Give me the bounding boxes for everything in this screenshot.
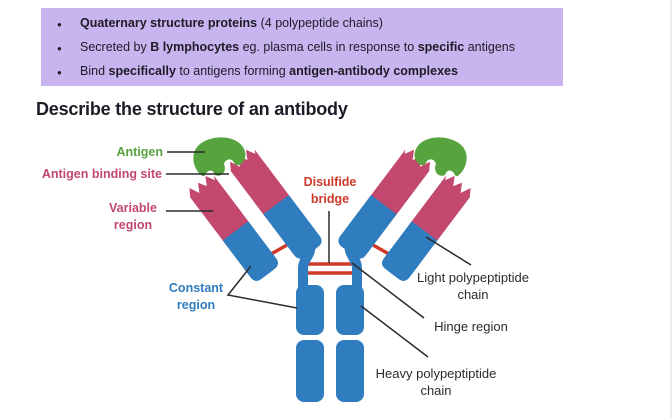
label-disulfide-bridge: bridge — [311, 192, 349, 206]
constant-region-segment — [263, 195, 322, 259]
antigen-blob — [193, 137, 246, 177]
heavy-chain-stem-lower — [296, 340, 324, 402]
label-antigen: Antigen — [116, 145, 163, 159]
page-title: Describe the structure of an antibody — [36, 99, 348, 119]
label-variable-region: region — [114, 218, 152, 232]
bullet-text: Secreted by B lymphocytes eg. plasma cel… — [80, 40, 515, 54]
notes-box: ● Quaternary structure proteins (4 polyp… — [41, 8, 563, 86]
bullet-text: Quaternary structure proteins (4 polypep… — [80, 16, 383, 30]
label-constant-region: Constant — [169, 281, 224, 295]
label-constant-region: region — [177, 298, 215, 312]
label-antigen-binding-site: Antigen binding site — [42, 167, 162, 181]
constant-region-segment — [222, 221, 278, 281]
leader-hinge-region — [351, 262, 425, 319]
light-chain-arm — [189, 175, 278, 281]
label-hinge-region: Hinge region — [434, 319, 508, 334]
label-heavy-chain: chain — [420, 383, 451, 398]
bullet-item: ● Bind specifically to antigens forming … — [57, 60, 553, 84]
variable-region-segment — [229, 149, 293, 220]
bullet-item: ● Secreted by B lymphocytes eg. plasma c… — [57, 36, 553, 60]
bullet-text: Bind specifically to antigens forming an… — [80, 64, 458, 78]
bullet-icon: ● — [57, 20, 62, 29]
label-variable-region: Variable — [109, 201, 157, 215]
label-disulfide-bridge: Disulfide — [304, 175, 357, 189]
leader-light-chain — [425, 236, 472, 266]
hinge-disulfide-lines — [301, 262, 359, 275]
heavy-chain-arm — [229, 149, 322, 259]
diagram-labels: Antigen Antigen binding site Variable re… — [42, 145, 529, 398]
bullet-icon: ● — [57, 68, 62, 77]
bullet-icon: ● — [57, 44, 62, 53]
leader-lines — [166, 151, 472, 358]
label-heavy-chain: Heavy polypeptiptide — [376, 366, 497, 381]
label-light-chain: chain — [457, 287, 488, 302]
leader-heavy-chain — [360, 305, 429, 358]
antibody-half-left — [189, 137, 324, 402]
variable-region-segment — [189, 175, 252, 246]
leader-constant-region — [226, 265, 298, 309]
label-light-chain: Light polypeptiptide — [417, 270, 529, 285]
bullet-item: ● Quaternary structure proteins (4 polyp… — [57, 12, 553, 36]
heavy-chain-stem-upper — [296, 285, 324, 335]
